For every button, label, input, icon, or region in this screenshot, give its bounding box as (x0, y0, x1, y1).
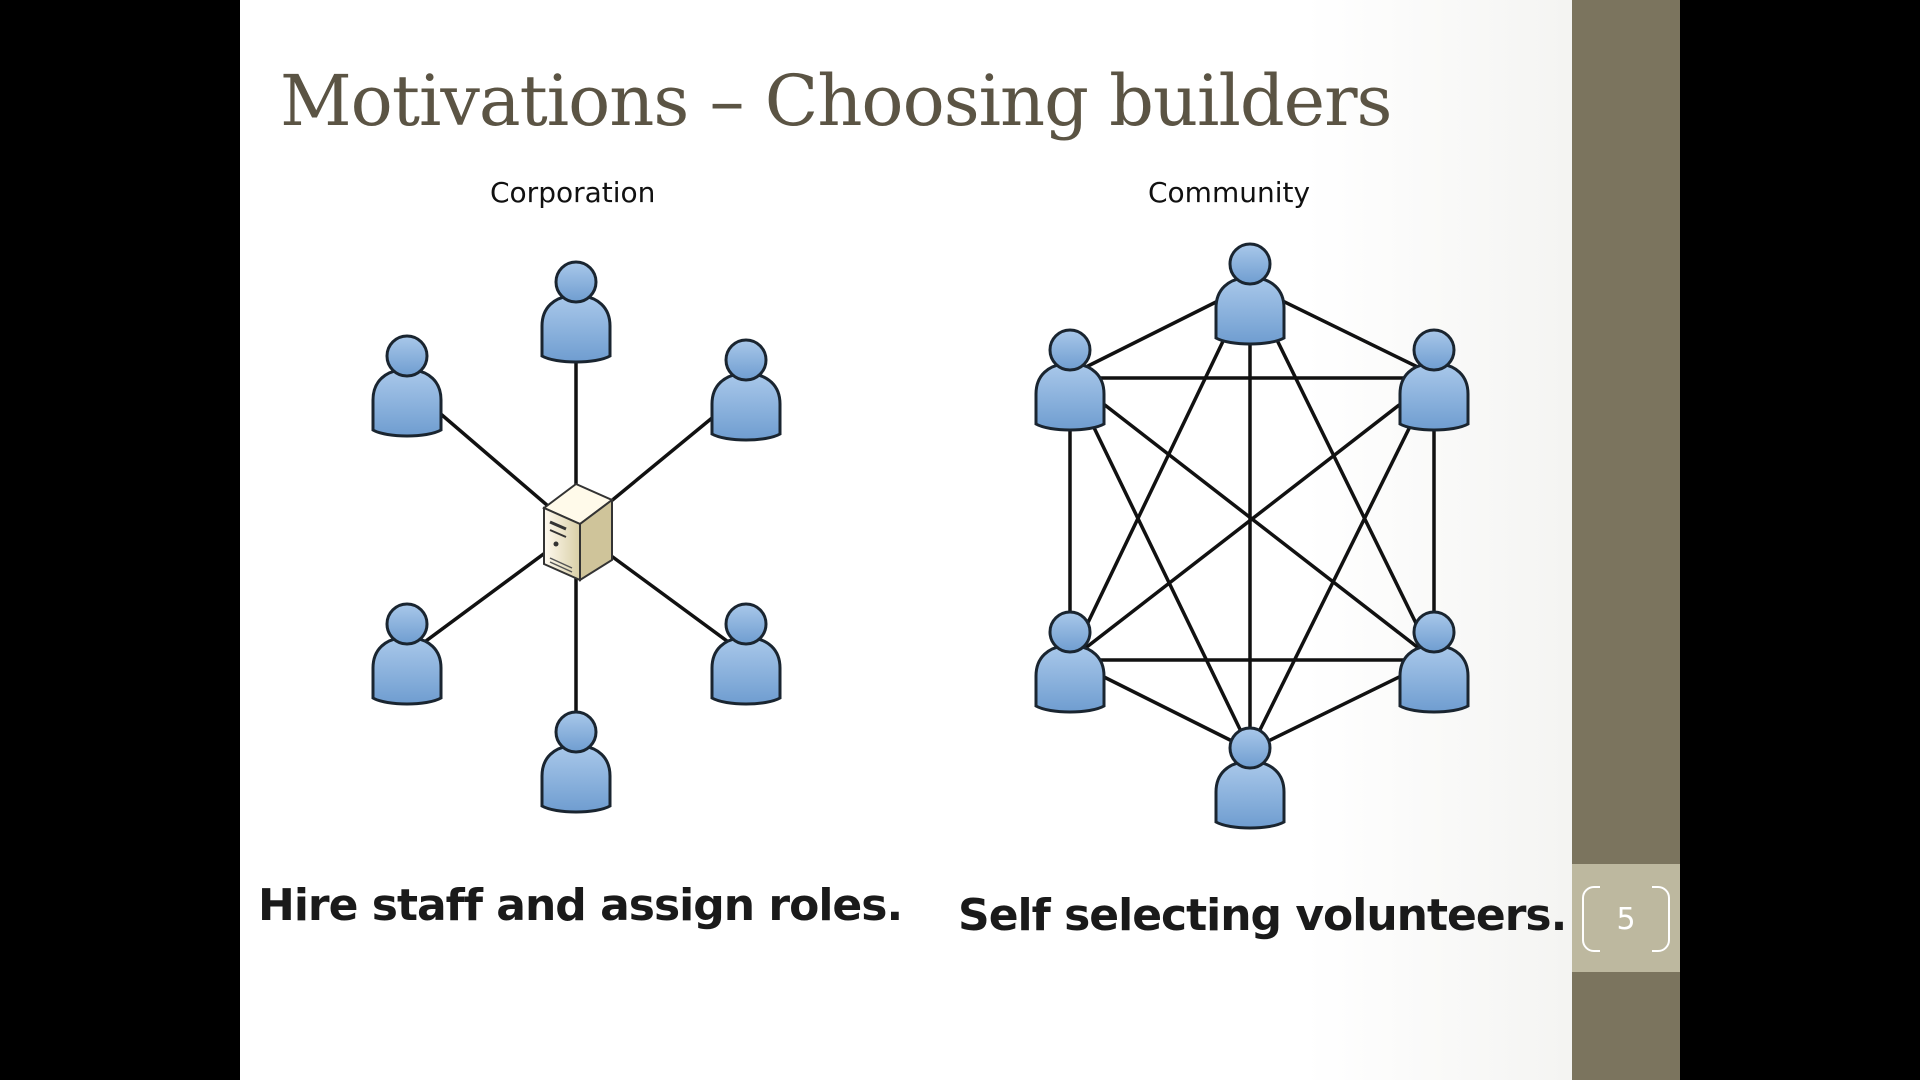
user-icon (1398, 328, 1470, 432)
community-network (1034, 242, 1470, 830)
bracket-gap-top (1600, 884, 1652, 890)
community-caption: Community (1148, 176, 1311, 209)
user-icon (1398, 610, 1470, 714)
slide-number-box (1572, 864, 1680, 972)
slide-background (240, 0, 1572, 1080)
slide-number: 5 (1616, 902, 1636, 937)
mesh-connections (1068, 283, 1436, 752)
user-icon (1214, 726, 1286, 830)
user-icon (1214, 242, 1286, 346)
corporation-description: Hire staff and assign roles. (258, 880, 903, 931)
user-icon (1034, 328, 1106, 432)
bracket-gap-bottom (1600, 948, 1652, 954)
slide-title: Motivations – Choosing builders (280, 60, 1392, 142)
server-icon (542, 482, 614, 582)
user-icon (371, 602, 443, 706)
user-icon (1034, 610, 1106, 714)
user-icon (540, 710, 612, 814)
corporation-caption: Corporation (490, 176, 656, 209)
corporation-network (371, 260, 782, 814)
user-icon (371, 334, 443, 438)
user-icon (710, 602, 782, 706)
user-icon (540, 260, 612, 364)
community-description: Self selecting volunteers. (958, 890, 1567, 941)
user-icon (710, 338, 782, 442)
